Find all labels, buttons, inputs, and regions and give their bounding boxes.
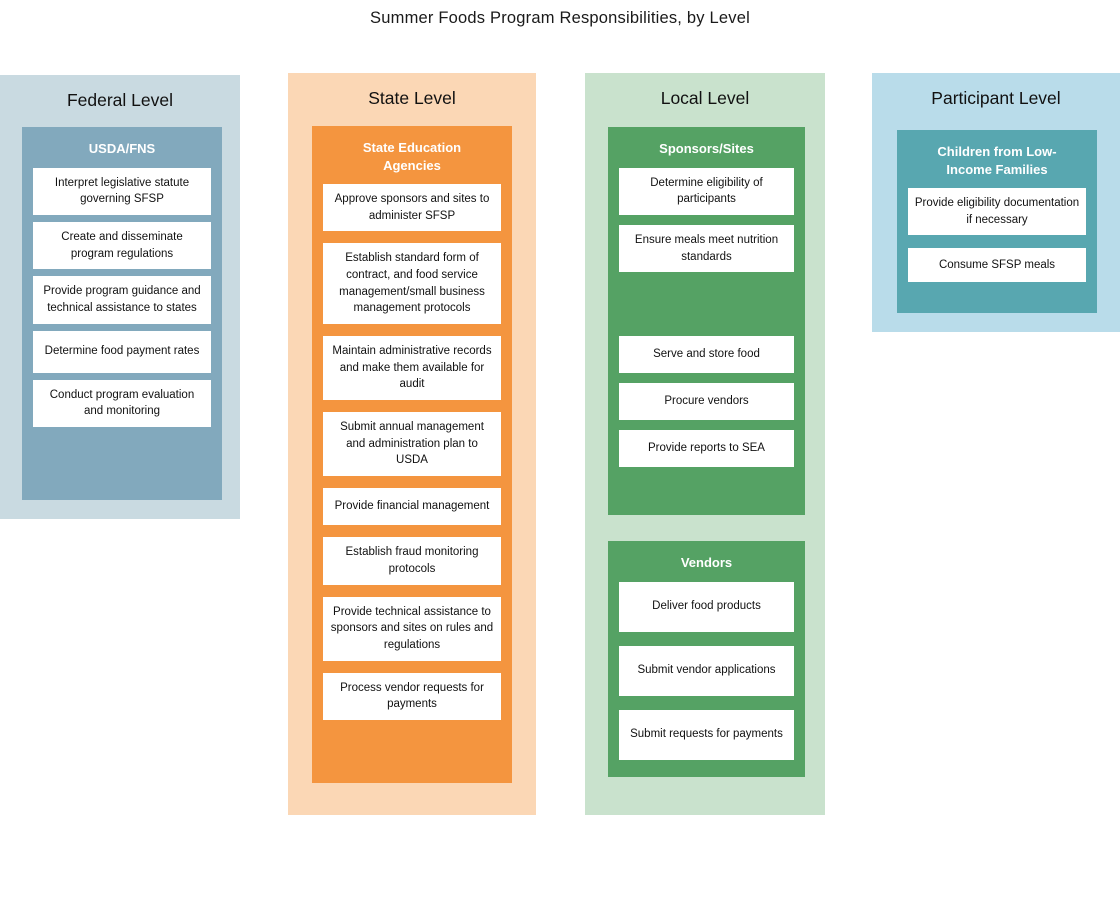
responsibility-item: Create and disseminate program regulatio… <box>33 221 211 270</box>
group-title: State Education Agencies <box>362 140 462 173</box>
responsibility-item: Process vendor requests for payments <box>323 672 501 720</box>
responsibility-item: Procure vendors <box>619 383 794 421</box>
column-header-participant: Participant Level <box>931 88 1061 108</box>
responsibility-item: Serve and store food <box>619 336 794 374</box>
responsibility-item: Provide financial management <box>323 488 501 526</box>
group-title: USDA/FNS <box>88 141 156 156</box>
responsibility-item: Approve sponsors and sites to administer… <box>323 184 501 232</box>
column-header-federal: Federal Level <box>66 90 174 110</box>
responsibility-item: Deliver food products <box>619 581 794 632</box>
group-title: Children from Low-Income Families <box>937 144 1057 177</box>
responsibility-item: Provide technical assistance to sponsors… <box>323 596 501 661</box>
responsibility-item: Establish fraud monitoring protocols <box>323 537 501 585</box>
responsibility-item: Ensure meals meet nutrition standards <box>619 224 794 273</box>
responsibility-item: Maintain administrative records and make… <box>323 336 501 401</box>
responsibility-item: Provide reports to SEA <box>619 430 794 468</box>
responsibility-item: Provide eligibility documentation if nec… <box>908 188 1086 236</box>
responsibility-item: Conduct program evaluation and monitorin… <box>33 379 211 427</box>
group-federal-0: USDA/FNS Interpret legislative statute go… <box>22 127 222 500</box>
responsibility-item: Submit annual management and administrat… <box>323 412 501 477</box>
responsibility-item: Submit requests for payments <box>619 709 794 760</box>
responsibility-item: Consume SFSP meals <box>908 248 1086 283</box>
responsibility-item: Provide program guidance and technical a… <box>33 276 211 324</box>
responsibility-item: Interpret legislative statute governing … <box>33 167 211 215</box>
responsibility-item: Submit vendor applications <box>619 645 794 696</box>
column-header-state: State Level <box>368 88 456 108</box>
group-title: Vendors <box>680 555 733 570</box>
column-header-local: Local Level <box>660 88 750 108</box>
responsibility-item: Determine eligibility of participants <box>619 167 794 215</box>
diagram-title: Summer Foods Program Responsibilities, b… <box>370 9 750 27</box>
responsibility-item: Determine food payment rates <box>33 330 211 373</box>
group-title: Sponsors/Sites <box>659 141 754 156</box>
group-spacer <box>608 282 805 336</box>
responsibility-item: Establish standard form of contract, and… <box>323 243 501 325</box>
